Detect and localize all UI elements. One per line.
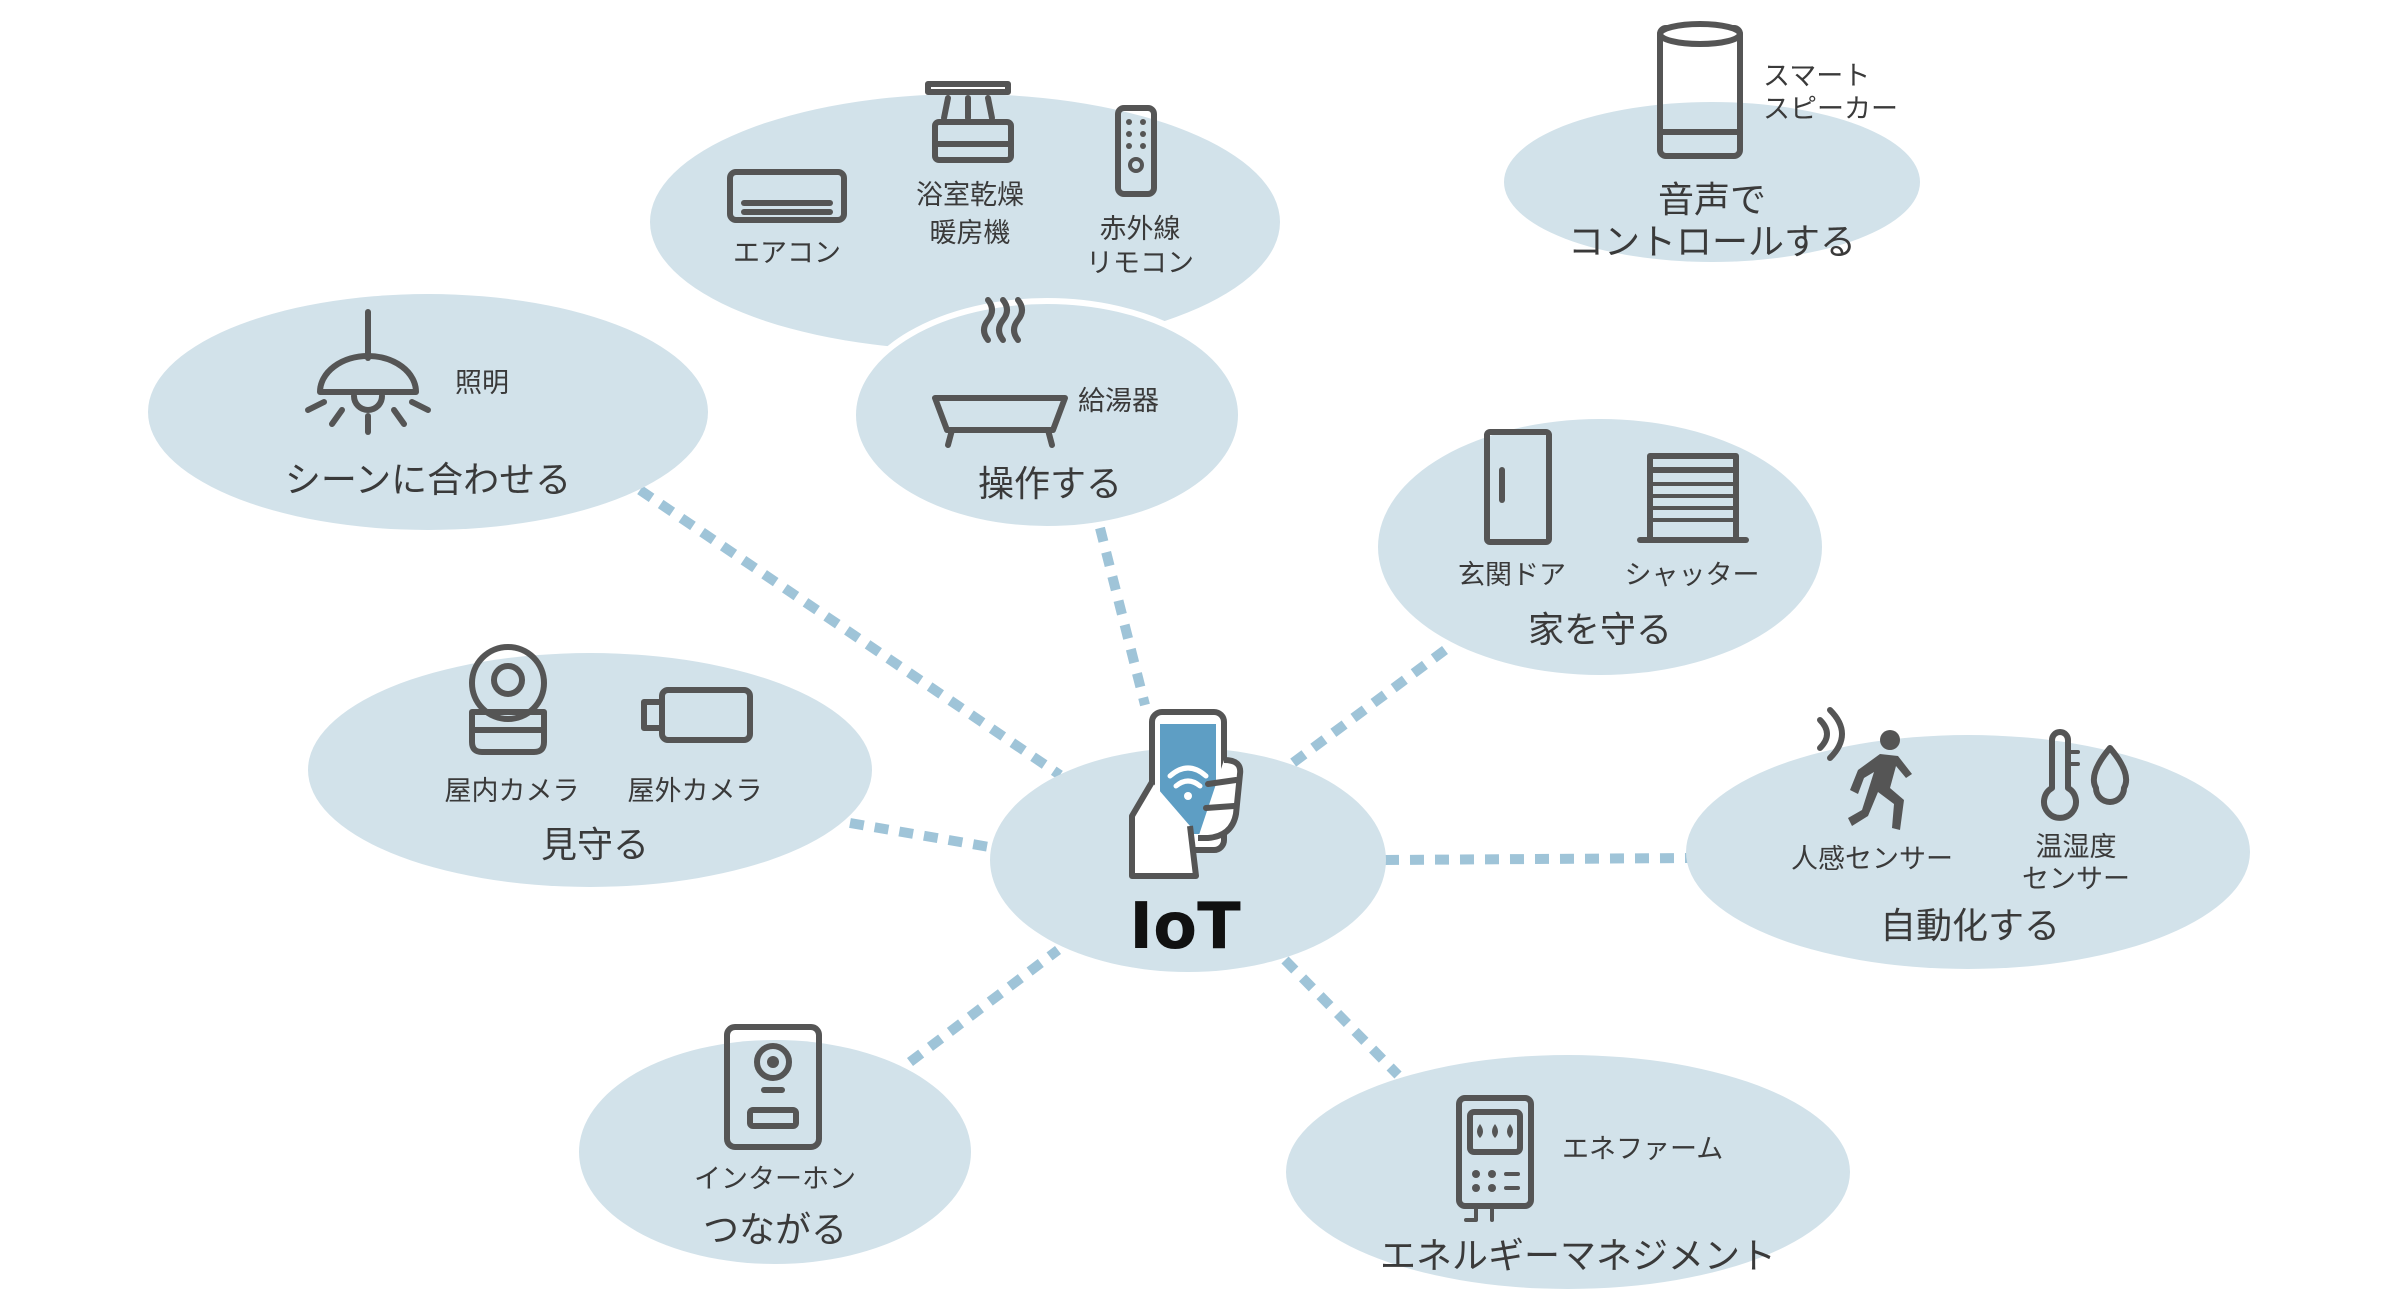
bubble-voice — [1504, 102, 1920, 262]
bubble-operate-top — [650, 94, 1280, 350]
outdoor-camera-icon — [641, 687, 753, 743]
device-label-ene-farm: エネファーム — [1562, 1134, 1723, 1165]
thermo-hygrometer-icon — [2041, 729, 2130, 821]
device-label-shutter: シャッター — [1625, 560, 1760, 591]
group-title-energy: エネルギーマネジメント — [1380, 1236, 1776, 1277]
device-label-indoor-camera: 屋内カメラ — [445, 776, 580, 807]
device-label-front-door: 玄関ドア — [1458, 560, 1566, 591]
device-label-remote-2: リモコン — [1086, 248, 1194, 279]
connector-protect — [1287, 645, 1448, 770]
group-title-voice-2: コントロールする — [1568, 222, 1856, 263]
device-label-thermo-hygro-2: センサー — [2022, 864, 2130, 895]
group-title-watch: 見守る — [541, 825, 649, 866]
ceiling-lamp-icon — [305, 309, 431, 435]
group-title-connect: つながる — [703, 1210, 847, 1251]
group-title-operate: 操作する — [978, 464, 1122, 505]
bubble-operate — [850, 298, 1244, 532]
remote-control-icon — [1115, 105, 1157, 197]
device-label-lighting: 照明 — [455, 368, 509, 399]
intercom-icon — [724, 1024, 822, 1150]
connector-operate — [1095, 526, 1150, 707]
connector-energy — [1281, 956, 1402, 1079]
connector-watch — [849, 818, 996, 853]
device-label-outdoor-camera: 屋外カメラ — [628, 776, 763, 807]
indoor-camera-icon — [469, 644, 547, 755]
device-label-smart-speaker-1: スマート — [1763, 61, 1870, 92]
device-label-intercom: インターホン — [694, 1164, 856, 1195]
device-label-remote-1: 赤外線 — [1100, 214, 1181, 245]
device-label-thermo-hygro-1: 温湿度 — [2036, 832, 2117, 863]
group-title-voice-1: 音声で — [1658, 180, 1766, 221]
connector-scene — [637, 485, 1063, 780]
device-label-bathroom-dryer-2: 暖房機 — [930, 218, 1011, 249]
air-conditioner-icon — [727, 169, 847, 223]
bubble-automate — [1686, 735, 2250, 969]
bubble-energy — [1286, 1055, 1850, 1289]
device-label-motion-sensor: 人感センサー — [1791, 844, 1953, 875]
motion-sensor-icon — [1817, 707, 1912, 830]
device-label-aircon: エアコン — [733, 238, 841, 269]
bubbles — [148, 94, 2250, 1289]
group-title-protect: 家を守る — [1528, 610, 1672, 651]
connector-automate — [1384, 853, 1691, 865]
hub-label: IoT — [1129, 890, 1241, 964]
smart-speaker-icon — [1657, 21, 1743, 159]
group-title-scene: シーンに合わせる — [285, 460, 571, 501]
bubble-connect — [579, 1040, 971, 1264]
device-label-smart-speaker-2: スピーカー — [1763, 94, 1898, 125]
door-icon — [1484, 429, 1552, 545]
group-title-automate: 自動化する — [1880, 906, 2060, 947]
fuel-cell-unit-icon — [1456, 1095, 1534, 1222]
bubble-watch — [308, 653, 872, 887]
bathtub-icon — [932, 297, 1068, 448]
device-label-water-heater: 給湯器 — [1078, 386, 1159, 417]
bathroom-dryer-icon — [925, 81, 1014, 163]
smartphone-in-hand-icon — [1129, 709, 1244, 879]
device-label-bathroom-dryer-1: 浴室乾燥 — [916, 180, 1024, 211]
connectors — [637, 485, 1691, 1079]
connector-connect — [906, 946, 1062, 1066]
shutter-icon — [1637, 453, 1749, 543]
